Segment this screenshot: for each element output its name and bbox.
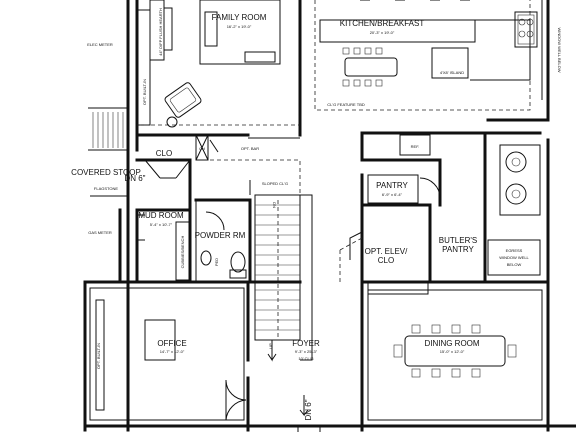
clo-area <box>144 134 301 200</box>
kitchen-label: KITCHEN/BREAKFAST <box>340 19 425 28</box>
ped-label: PED <box>214 258 219 266</box>
mud-room-dims: 5'-4" x 10'-7" <box>150 222 173 227</box>
dining-label: DINING ROOM <box>424 339 479 348</box>
front-dn-label: DN 6" <box>304 399 313 420</box>
pantry-area <box>339 134 441 295</box>
egress-label: EGRESS <box>506 248 523 253</box>
mud-powder <box>137 200 247 282</box>
butlers-pantry-label: PANTRY <box>442 245 474 254</box>
fireplace-label: 44" D/FP FLUSH HEARTH <box>158 8 163 56</box>
egress-below-label: BELOW <box>507 262 522 267</box>
flagstone-label: FLAGSTONE <box>94 186 118 191</box>
dining-dims: 15'-0" x 12'-0" <box>440 349 465 354</box>
foyer-dims: 9'-3" x 25'-3" <box>295 349 318 354</box>
gas-meter-label: GAS METER <box>88 230 112 235</box>
family-room-furniture <box>137 0 300 128</box>
opt-elev-label: OPT. ELEV/ <box>365 247 408 256</box>
stairs <box>249 180 313 362</box>
covered-stoop-label: COVERED STOOP <box>71 168 141 177</box>
stairs-up-label: UP <box>268 343 273 349</box>
clg-feature-label: CL'G FEATURE TBD <box>327 102 365 107</box>
opt-elev-clo-label: CLO <box>378 256 394 265</box>
opt-built-in-office-label: OPT. BUILT-IN <box>96 343 101 369</box>
elec-meter-label: ELEC METER <box>87 42 113 47</box>
kitchen-dims: 20'-3" x 19'-0" <box>370 30 395 35</box>
egress-window-well-label: WINDOW WELL <box>499 255 529 260</box>
pantry-label: PANTRY <box>376 181 408 190</box>
pantry-dims: 6'-9" x 6'-4" <box>382 192 403 197</box>
dining-area <box>367 289 543 421</box>
powder-rm-label: POWDER RM <box>195 231 246 240</box>
front-entry <box>297 395 321 432</box>
foyer-label: FOYER <box>292 339 320 348</box>
cubbies-label: CUBBIES/BENCH <box>180 236 185 269</box>
butlers-label: BUTLER'S <box>439 236 477 245</box>
office-dims: 14'-7" x 12'-0" <box>160 349 185 354</box>
stairs-dn-label: DN <box>272 202 277 208</box>
opt-bar-label: OPT. BAR <box>241 146 259 151</box>
office-label: OFFICE <box>157 339 186 348</box>
family-room-dims: 16'-2" x 19'-0" <box>227 24 252 29</box>
office-area <box>89 287 247 421</box>
opt-built-in-family-label: OPT. BUILT-IN <box>142 79 147 105</box>
deck <box>88 107 129 197</box>
family-room-label: FAMILY ROOM <box>212 13 267 22</box>
sloped-clg-label: SLOPED CL'G <box>262 181 288 186</box>
ch-label: CH <box>199 146 205 151</box>
island-label: 4'X8' ISLAND <box>440 70 464 75</box>
mud-room-label: MUD ROOM <box>138 211 184 220</box>
appliances-right <box>487 144 541 276</box>
foyer-clg: 10' CL'G <box>298 356 313 361</box>
clo-label: CLO <box>156 149 172 158</box>
window-well-label: WINDOW WELL BELOW <box>557 28 562 73</box>
ref-label: REF. <box>411 144 420 149</box>
kitchen-area <box>314 0 543 111</box>
stoop-dn-label: DN 6" <box>124 174 145 183</box>
